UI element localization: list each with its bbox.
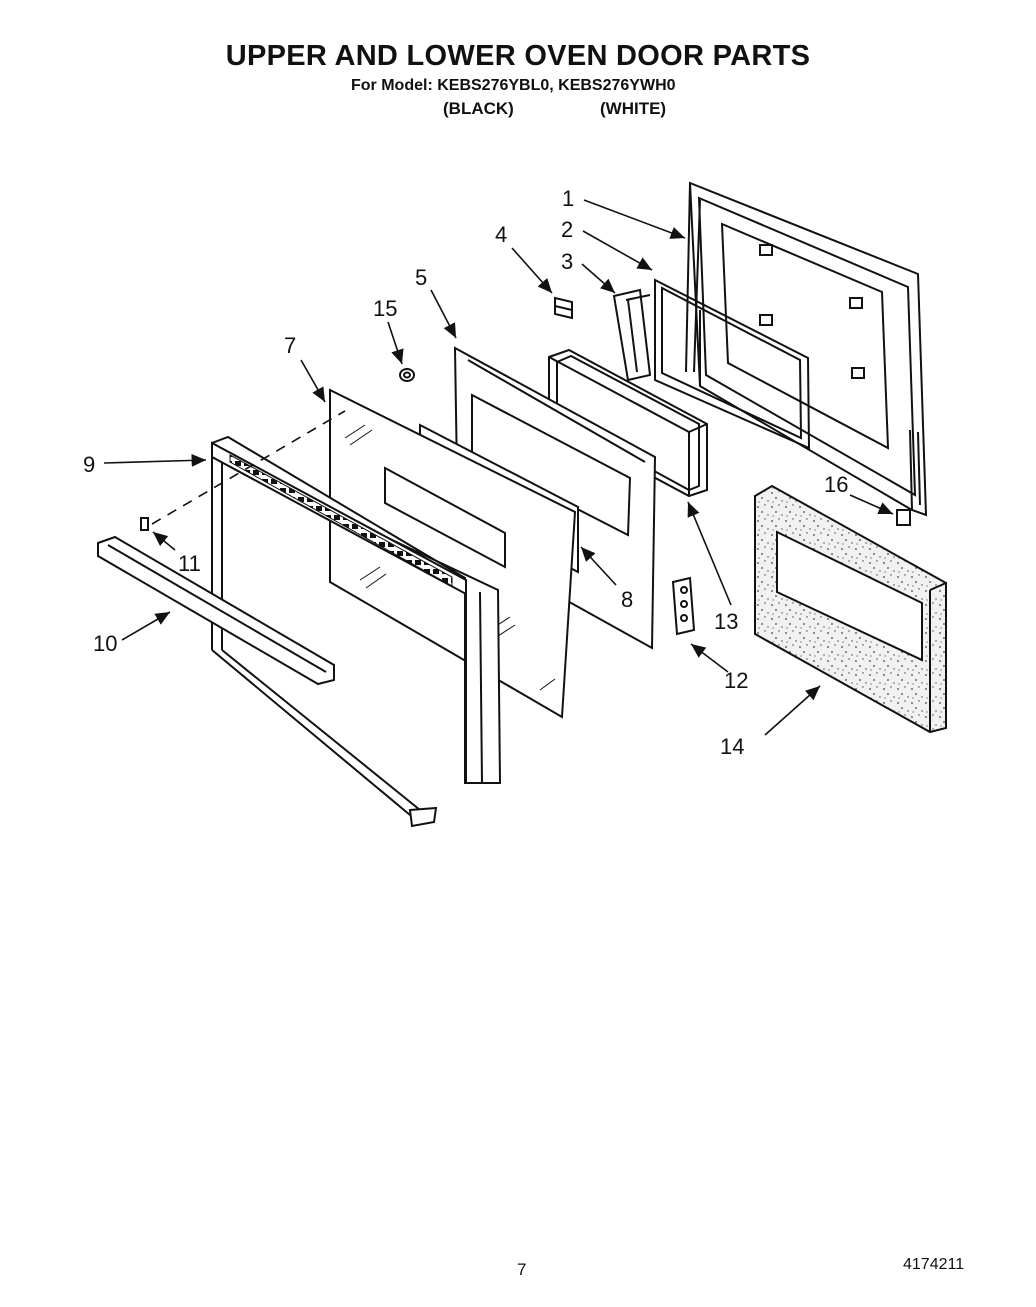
leader-lines bbox=[103, 199, 894, 736]
part-11-spacer bbox=[140, 517, 149, 531]
part-15-grommet bbox=[399, 368, 415, 382]
callout-3: 3 bbox=[561, 249, 573, 274]
part-1-inner-door-panel bbox=[685, 181, 928, 517]
callout-9: 9 bbox=[83, 452, 95, 477]
callout-11: 11 bbox=[178, 551, 201, 576]
part-12-hinge-receptacle bbox=[671, 576, 696, 636]
part-3-channel-bracket bbox=[612, 288, 652, 382]
page-title: UPPER AND LOWER OVEN DOOR PARTS bbox=[225, 40, 811, 72]
assembly-dashed-line bbox=[151, 410, 346, 525]
callout-4: 4 bbox=[495, 222, 507, 247]
callout-13: 13 bbox=[714, 609, 738, 634]
callout-14: 14 bbox=[720, 734, 744, 759]
variant-black-label: (BLACK) bbox=[443, 99, 514, 118]
part-4-clip bbox=[554, 296, 573, 320]
part-2-wire-frame bbox=[654, 278, 811, 450]
document-number: 4174211 bbox=[903, 1256, 965, 1273]
callout-1: 1 bbox=[562, 186, 574, 211]
callout-7: 7 bbox=[284, 333, 296, 358]
model-line: For Model: KEBS276YBL0, KEBS276YWH0 bbox=[351, 77, 676, 94]
callout-10: 10 bbox=[93, 631, 117, 656]
callout-15: 15 bbox=[373, 296, 397, 321]
variant-white-label: (WHITE) bbox=[600, 99, 667, 118]
part-14-insulation-pad bbox=[754, 484, 947, 734]
part-16-bumper bbox=[896, 509, 911, 526]
part-9-door-frame bbox=[211, 435, 502, 828]
callout-8: 8 bbox=[621, 587, 633, 612]
page-number: 7 bbox=[517, 1260, 527, 1279]
callout-2: 2 bbox=[561, 217, 573, 242]
callout-16: 16 bbox=[824, 472, 848, 497]
callout-12: 12 bbox=[724, 668, 748, 693]
callout-5: 5 bbox=[415, 265, 427, 290]
part-10-handle bbox=[97, 535, 335, 686]
